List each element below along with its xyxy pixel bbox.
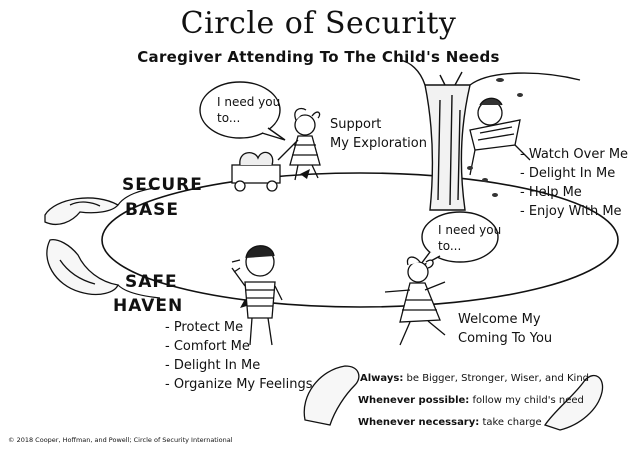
rule-prefix: Whenever possible: (358, 395, 470, 406)
top-needs-list: - Watch Over Me - Delight In Me - Help M… (520, 145, 628, 221)
haven-label: HAVEN (113, 296, 184, 316)
caregiver-rules: Always: be Bigger, Stronger, Wiser, and … (358, 368, 589, 434)
rule-always: Always: be Bigger, Stronger, Wiser, and … (360, 368, 589, 390)
welcome-line1: Welcome My (458, 312, 541, 327)
list-item: - Help Me (520, 185, 582, 200)
top-bubble-line2: to... (217, 111, 241, 125)
top-speech-bubble (199, 81, 286, 141)
bottom-left-hand-illustration (303, 365, 360, 426)
falling-leaves (467, 78, 523, 197)
circle-arrow-top (300, 169, 310, 179)
security-circle (101, 172, 619, 308)
list-item: - Delight In Me (520, 166, 616, 181)
tree-illustration (399, 59, 581, 211)
support-line1: Support (330, 117, 382, 132)
top-bubble-text: I need you to... (217, 94, 280, 126)
rule-prefix: Always: (360, 373, 404, 384)
top-bubble-line1: I need you (217, 95, 281, 109)
support-line2: My Exploration (330, 136, 427, 151)
bottom-bubble-line2: to... (438, 239, 462, 253)
rule-prefix: Whenever necessary: (358, 417, 480, 428)
girl-with-wagon-illustration (231, 107, 321, 192)
list-item: - Delight In Me (165, 358, 261, 373)
running-girl-illustration (384, 256, 446, 346)
secure-base-arc (117, 186, 161, 206)
list-item: - Enjoy With Me (520, 204, 622, 219)
left-upper-hand-illustration (44, 197, 120, 226)
crying-boy-illustration (231, 245, 283, 346)
bottom-bubble-line1: I need you (438, 223, 502, 237)
list-item: - Comfort Me (165, 339, 250, 354)
bottom-needs-list: - Protect Me - Comfort Me - Delight In M… (165, 318, 313, 394)
page-subtitle: Caregiver Attending To The Child's Needs (137, 48, 500, 66)
list-item: - Organize My Feelings (165, 377, 313, 392)
child-in-tree-illustration (469, 97, 531, 176)
support-exploration-label: Support My Exploration (330, 115, 427, 153)
welcome-label: Welcome My Coming To You (458, 310, 552, 348)
left-lower-hand-illustration (46, 239, 119, 296)
safe-label: SAFE (125, 272, 178, 292)
list-item: - Watch Over Me (520, 147, 629, 162)
bottom-bubble-text: I need you to... (438, 222, 501, 254)
rule-whenever-possible: Whenever possible: follow my child's nee… (358, 390, 589, 412)
rule-text: take charge (482, 417, 542, 428)
safe-haven-arc (117, 284, 161, 299)
secure-label: SECURE (122, 175, 203, 195)
welcome-line2: Coming To You (458, 331, 553, 346)
base-label: BASE (125, 200, 179, 220)
page-title: Circle of Security (180, 6, 457, 41)
copyright-footer: © 2018 Cooper, Hoffman, and Powell; Circ… (8, 436, 233, 444)
rule-text: follow my child's need (472, 395, 584, 406)
rule-whenever-necessary: Whenever necessary: take charge (358, 412, 589, 434)
rule-text: be Bigger, Stronger, Wiser, and Kind (406, 373, 590, 384)
bottom-right-hand-illustration (543, 375, 604, 431)
list-item: - Protect Me (165, 320, 244, 335)
